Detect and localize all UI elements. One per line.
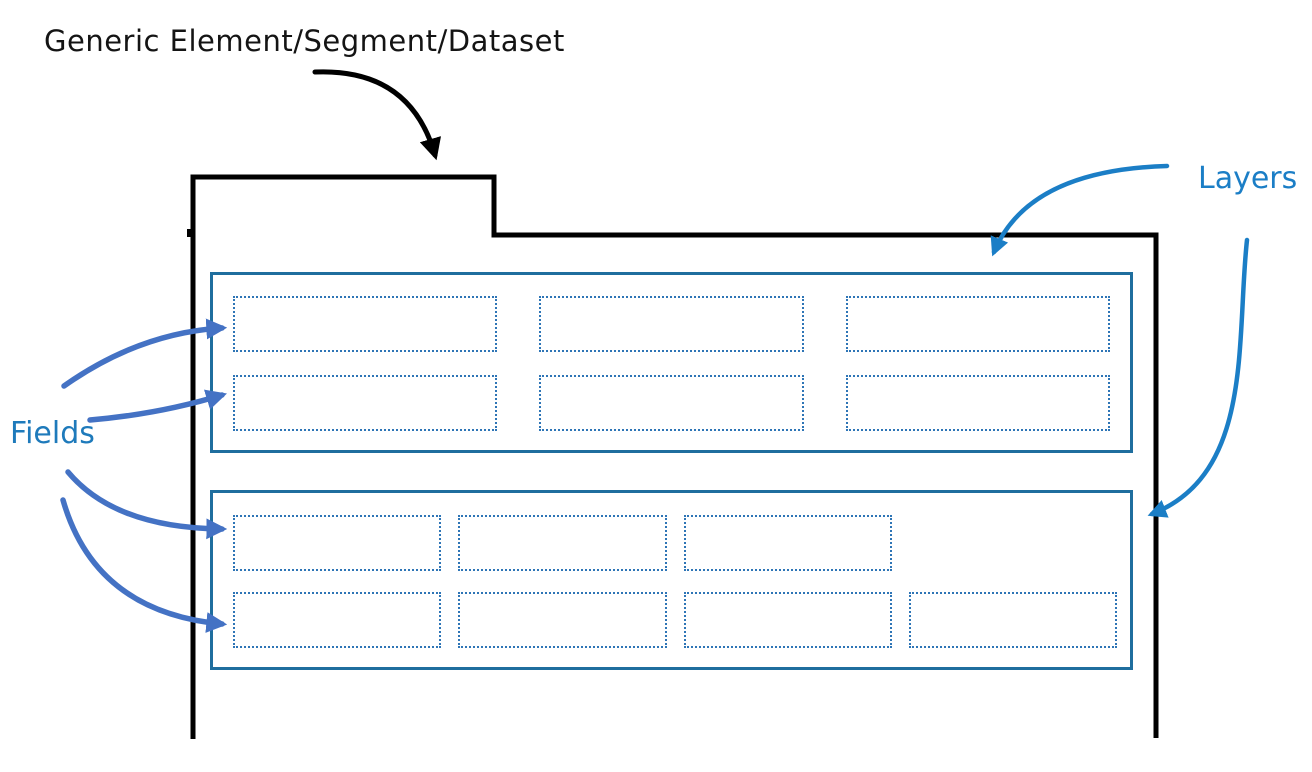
title-to-folder-arrow xyxy=(312,69,442,161)
stray-ink-mark xyxy=(187,229,193,237)
field-box xyxy=(458,592,667,648)
fields-to-layer2-row2-arrow xyxy=(60,497,228,633)
layer-1-field-row-2 xyxy=(233,375,1110,431)
layers-to-layer1-arrow xyxy=(990,163,1170,257)
field-box xyxy=(908,592,1117,648)
field-box xyxy=(233,375,498,431)
layer-1-field-row-1 xyxy=(233,296,1110,352)
field-box xyxy=(233,515,442,571)
field-box xyxy=(233,296,498,352)
fields-to-layer1-row1-arrow xyxy=(61,318,228,389)
field-box xyxy=(539,375,804,431)
field-box xyxy=(539,296,804,352)
field-box xyxy=(683,592,892,648)
layer-box-1 xyxy=(210,272,1133,453)
fields-label: Fields xyxy=(10,416,95,451)
field-box xyxy=(845,296,1110,352)
fields-to-layer2-row1-arrow xyxy=(65,469,228,540)
field-box xyxy=(458,515,667,571)
layers-to-layer2-arrow xyxy=(1147,237,1250,518)
layer-box-2 xyxy=(210,490,1133,670)
fields-to-layer1-row2-arrow xyxy=(87,389,227,423)
generic-element-title-label: Generic Element/Segment/Dataset xyxy=(44,24,565,58)
field-box xyxy=(845,375,1110,431)
layers-label: Layers xyxy=(1198,161,1298,196)
layer-2-field-row-1 xyxy=(233,515,1117,571)
field-box xyxy=(683,515,892,571)
layer-2-field-row-2 xyxy=(233,592,1117,648)
field-box xyxy=(233,592,442,648)
